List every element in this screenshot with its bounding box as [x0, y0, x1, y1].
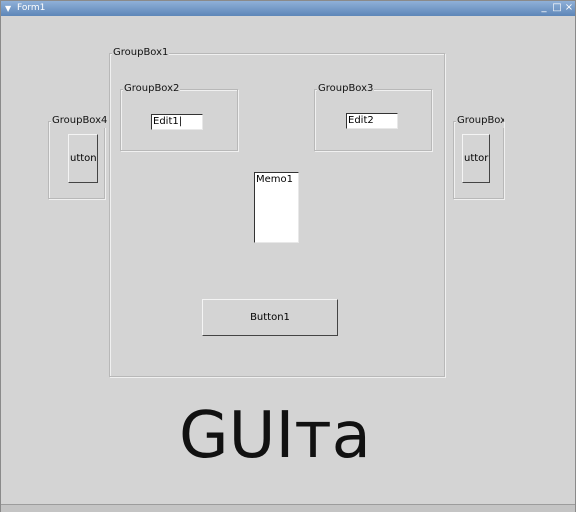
- groupbox5-label: GroupBox: [456, 114, 504, 128]
- edit1-input[interactable]: Edit1|: [151, 114, 203, 130]
- edit2-input[interactable]: Edit2: [346, 113, 398, 129]
- form-client-area: GroupBox1 GroupBox2 Edit1| GroupBox3 Edi…: [1, 16, 575, 504]
- groupbox1-label: GroupBox1: [112, 46, 170, 60]
- window-title: Form1: [17, 3, 46, 13]
- big-label-text: GUIта: [179, 399, 371, 473]
- groupbox4-label: GroupBox4: [51, 114, 109, 128]
- menu-arrow-icon[interactable]: ▼: [5, 4, 12, 13]
- title-bar[interactable]: ▼ Form1 _ □ ×: [1, 1, 575, 16]
- groupbox4: GroupBox4 utton: [48, 114, 109, 199]
- memo1-textarea[interactable]: Memo1: [254, 172, 299, 243]
- groupbox2: GroupBox2 Edit1|: [120, 82, 238, 151]
- window-bottom-edge: [1, 504, 575, 512]
- right-button[interactable]: uttor: [462, 134, 490, 183]
- left-button[interactable]: utton: [68, 134, 98, 183]
- groupbox3: GroupBox3 Edit2: [314, 82, 432, 151]
- groupbox3-label: GroupBox3: [317, 82, 375, 96]
- groupbox2-label: GroupBox2: [123, 82, 181, 96]
- close-icon[interactable]: ×: [564, 2, 574, 13]
- groupbox5: GroupBox uttor: [453, 114, 504, 199]
- groupbox1: GroupBox1 GroupBox2 Edit1| GroupBox3 Edi…: [109, 46, 445, 377]
- maximize-icon[interactable]: □: [552, 2, 562, 13]
- minimize-icon[interactable]: _: [541, 2, 547, 13]
- button1[interactable]: Button1: [202, 299, 338, 336]
